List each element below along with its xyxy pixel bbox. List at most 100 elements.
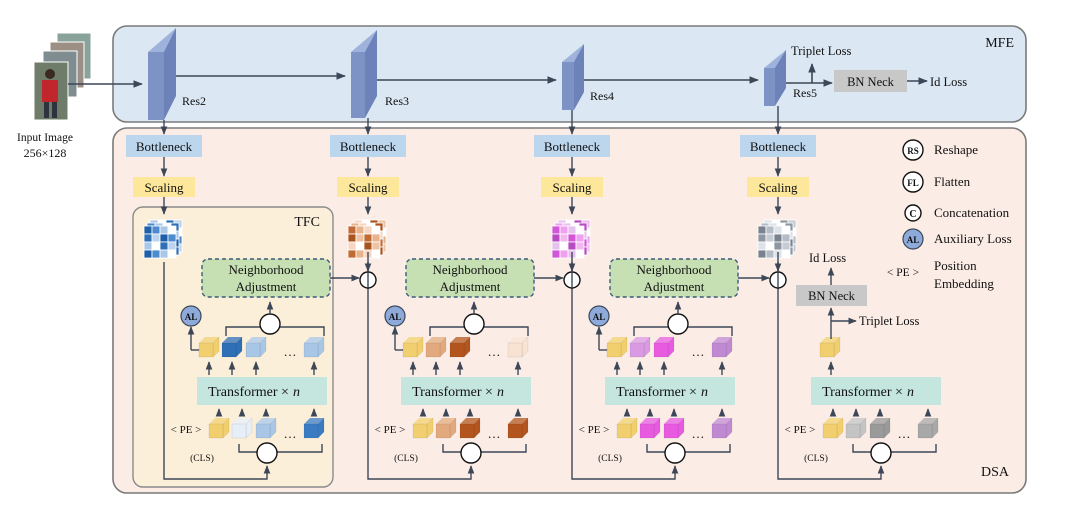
aux-loss-circle-0 <box>180 305 202 327</box>
legend-rs-text: Reshape <box>934 142 978 157</box>
scaling-label-0: Scaling <box>145 180 184 195</box>
aux-loss-circle-1 <box>384 305 406 327</box>
aux-loss-label-0: AL <box>185 312 198 322</box>
output-token-0-3 <box>303 336 325 358</box>
res3-block <box>351 30 377 118</box>
legend-al-symbol <box>902 228 924 250</box>
legend-rs-symbol <box>902 139 924 161</box>
input-token-2-2 <box>663 417 685 439</box>
aux-loss-circle-2 <box>588 305 610 327</box>
output-token-1-2 <box>449 336 471 358</box>
scaling-box-2 <box>541 177 603 197</box>
bottleneck-box-1 <box>330 135 406 157</box>
neighborhood-label-1-0: Neighborhood <box>228 262 304 277</box>
dsa-title: DSA <box>981 465 1010 480</box>
res3-label: Res3 <box>385 94 409 108</box>
bottleneck-label-3: Bottleneck <box>750 139 807 154</box>
bottleneck-box-2 <box>534 135 610 157</box>
tfc-title: TFC <box>294 215 320 230</box>
scaling-label-3: Scaling <box>759 180 798 195</box>
reshape-circle-0 <box>259 313 281 335</box>
legend-pe-symbol: < PE > <box>887 267 919 279</box>
legend: RS Reshape FL Flatten C Concatenation AL… <box>887 139 1012 291</box>
legend-concat-symbol <box>904 204 922 222</box>
transformer-box-3 <box>811 377 941 405</box>
res5-label: Res5 <box>793 86 817 100</box>
mfe-id-loss: Id Loss <box>930 75 967 89</box>
legend-fl-text: Flatten <box>934 174 971 189</box>
transformer-box-1 <box>401 377 531 405</box>
input-ellipsis-1: … <box>488 426 501 441</box>
input-token-3-2 <box>869 417 891 439</box>
output-token-2-1 <box>629 336 651 358</box>
flatten-circle-3 <box>870 442 892 464</box>
scaling-label-1: Scaling <box>349 180 388 195</box>
input-token-2-0 <box>616 417 638 439</box>
flatten-circle-0 <box>256 442 278 464</box>
output-token-0-1 <box>221 336 243 358</box>
res2-label: Res2 <box>182 94 206 108</box>
output-token-1-3 <box>507 336 529 358</box>
cls-label-1: (CLS) <box>394 453 418 464</box>
bottleneck-label-2: Bottleneck <box>544 139 601 154</box>
scaling-box-3 <box>747 177 809 197</box>
mfe-triplet-loss: Triplet Loss <box>791 44 851 58</box>
input-image-label: Input Image <box>17 132 73 144</box>
neighborhood-label-2-0: Adjustment <box>236 279 297 294</box>
output-token-2-2 <box>653 336 675 358</box>
flatten-circle-1 <box>460 442 482 464</box>
res4-block <box>562 44 584 110</box>
neighborhood-box-2 <box>609 258 739 298</box>
neighborhood-label-2-2: Adjustment <box>644 279 705 294</box>
mfe-bn-neck-box <box>834 70 907 92</box>
legend-pe-text-2: Embedding <box>934 276 994 291</box>
legend-concat-symbol-text: C <box>909 209 916 220</box>
input-token-1-1 <box>435 417 457 439</box>
input-token-2-1 <box>639 417 661 439</box>
res2-block <box>148 28 176 120</box>
neighborhood-label-1-2: Neighborhood <box>636 262 712 277</box>
cls-label-3: (CLS) <box>804 453 828 464</box>
loop-to-flatten-2 <box>571 262 679 480</box>
reshape-circle-1 <box>463 313 485 335</box>
loop-to-flatten-3 <box>777 262 885 480</box>
scaling-box-0 <box>133 177 195 197</box>
input-ellipsis-0: … <box>284 426 297 441</box>
mfe-bn-neck-label: BN Neck <box>847 75 895 89</box>
legend-concat-text: Concatenation <box>934 205 1010 220</box>
flatten-bracket-3 <box>852 444 937 453</box>
transformer-label-3: Transformer ×n <box>822 385 914 400</box>
scaling-label-2: Scaling <box>553 180 592 195</box>
pe-label-1: < PE > <box>375 424 406 436</box>
flatten-bracket-2 <box>646 444 731 453</box>
feature-cube-3 <box>757 219 797 259</box>
res4-label: Res4 <box>590 89 614 103</box>
transformer-box-2 <box>605 377 735 405</box>
input-token-2-3 <box>711 417 733 439</box>
flatten-bracket-1 <box>442 444 527 453</box>
final-id-loss: Id Loss <box>809 251 846 265</box>
legend-al-symbol-text: AL <box>907 235 920 245</box>
feature-cube-1 <box>347 219 387 259</box>
loop-to-flatten-0 <box>163 262 271 480</box>
final-bn-neck-box <box>796 285 867 306</box>
loop-to-flatten-1 <box>367 262 475 480</box>
input-token-1-2 <box>459 417 481 439</box>
legend-rs-symbol-text: RS <box>907 146 919 156</box>
output-token-3-0 <box>819 336 841 358</box>
output-token-1-0 <box>402 336 424 358</box>
scaling-box-1 <box>337 177 399 197</box>
final-bn-neck-label: BN Neck <box>808 289 856 303</box>
input-token-3-0 <box>822 417 844 439</box>
output-token-0-2 <box>245 336 267 358</box>
input-ellipsis-2: … <box>692 426 705 441</box>
cls-label-2: (CLS) <box>598 453 622 464</box>
input-token-3-3 <box>917 417 939 439</box>
output-ellipsis-2: … <box>692 344 705 359</box>
mfe-title: MFE <box>985 36 1014 51</box>
legend-al-text: Auxiliary Loss <box>934 231 1012 246</box>
final-triplet-loss: Triplet Loss <box>859 314 919 328</box>
neighborhood-label-1-1: Neighborhood <box>432 262 508 277</box>
